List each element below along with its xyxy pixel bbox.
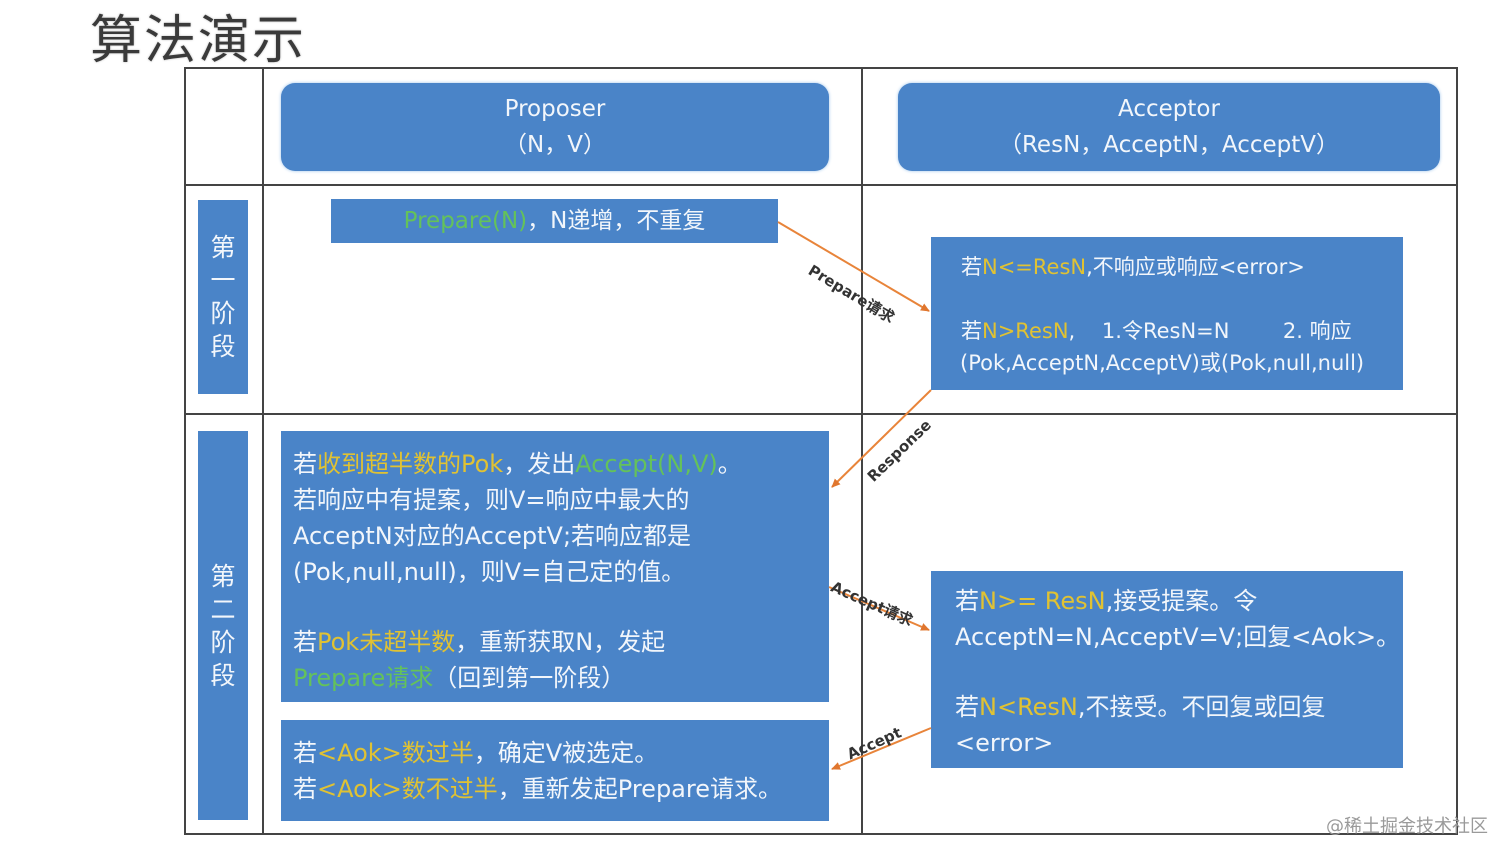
proposer-rule-accept: 若收到超半数的Pok，发出Accept(N,V)。: [293, 446, 829, 482]
text: 若: [961, 255, 982, 279]
accept-request-arrow: [828, 586, 930, 631]
condition-highlight: <Aok>数过半: [317, 739, 474, 767]
text: ，重新获取N，发起: [455, 628, 666, 656]
text: 若: [961, 319, 982, 343]
phase-2-char: 阶: [210, 627, 236, 657]
result-retry: 若<Aok>数不过半，重新发起Prepare请求。: [293, 771, 829, 807]
prepare-call: Prepare(N): [403, 208, 528, 234]
page-title: 算法演示: [90, 11, 307, 71]
proposer-rule-line: AcceptN对应的AcceptV;若响应都是: [293, 522, 692, 550]
text: ，发出: [503, 450, 576, 478]
acceptor-title: Acceptor: [1118, 96, 1220, 122]
result-chosen: 若<Aok>数过半，确定V被选定。: [293, 735, 829, 771]
acceptor-rule-response: (Pok,AcceptN,AcceptV)或(Pok,null,null): [960, 351, 1365, 375]
acceptor-prepare-box: 若N<=ResN,不响应或响应<error> 若N>ResN, 1.令ResN=…: [931, 237, 1403, 390]
phase-1-char: 一: [210, 266, 236, 295]
text: （回到第一阶段）: [433, 664, 626, 692]
phase-2-char: 二: [210, 594, 236, 624]
text: 若: [955, 693, 979, 721]
table-border-bottom: [184, 833, 1458, 835]
table-col-divider-2: [861, 67, 863, 835]
condition-highlight: N<=ResN: [982, 255, 1087, 279]
proposer-rule-retry: 若Pok未超半数，重新获取N，发起: [293, 624, 829, 660]
phase-1-label: 第 一 阶 段: [198, 200, 248, 394]
phase-2-char: 第: [210, 561, 236, 591]
acceptor-rule-line: <error>: [955, 729, 1054, 757]
prepare-desc: ，N递增，不重复: [527, 208, 706, 234]
proposer-header: Proposer （N，V）: [281, 83, 829, 171]
condition-highlight: N>ResN: [982, 319, 1069, 343]
proposer-params: （N，V）: [504, 132, 606, 158]
phase-1-char: 阶: [210, 299, 236, 328]
proposer-rule-line: (Pok,null,null)，则V=自己定的值。: [293, 558, 686, 586]
table-border-left: [184, 67, 186, 835]
acceptor-rule-promise: 若N>ResN, 1.令ResN=N 2. 响应: [961, 315, 1403, 347]
text: ,接受提案。令: [1105, 587, 1258, 615]
table-row-divider-1: [184, 184, 1458, 186]
condition-highlight: N>= ResN: [979, 587, 1106, 615]
text: 若: [955, 587, 979, 615]
proposer-rule-retry-2: Prepare请求（回到第一阶段）: [293, 660, 829, 696]
condition-highlight: <Aok>数不过半: [317, 775, 498, 803]
action-highlight: Prepare请求: [293, 664, 434, 692]
proposer-accept-box: 若收到超半数的Pok，发出Accept(N,V)。 若响应中有提案，则V=响应中…: [281, 431, 829, 702]
text: 若: [293, 450, 317, 478]
phase-1-char: 段: [210, 332, 236, 361]
response-arrow: [831, 389, 932, 488]
table-col-divider-1: [262, 67, 264, 835]
prepare-request-arrow: [777, 221, 930, 312]
text: ,不接受。不回复或回复: [1077, 693, 1326, 721]
acceptor-rule-accept: 若N>= ResN,接受提案。令: [955, 583, 1403, 619]
text: ，重新发起Prepare请求。: [497, 775, 782, 803]
text: 若: [293, 739, 317, 767]
text: 若: [293, 775, 317, 803]
acceptor-rule-reject: 若N<=ResN,不响应或响应<error>: [961, 251, 1403, 283]
condition-highlight: 收到超半数的Pok: [317, 450, 504, 478]
text: ，确定V被选定。: [473, 739, 659, 767]
table-row-divider-2: [184, 413, 1458, 415]
text: , 1.令ResN=N 2. 响应: [1068, 319, 1352, 343]
watermark: @稀土掘金技术社区: [1326, 816, 1488, 837]
accept-arrow: [831, 727, 932, 770]
prepare-box: Prepare(N)，N递增，不重复: [331, 199, 778, 243]
acceptor-accept-box: 若N>= ResN,接受提案。令 AcceptN=N,AcceptV=V;回复<…: [931, 571, 1403, 768]
proposer-rule-line: 若响应中有提案，则V=响应中最大的: [293, 486, 690, 514]
action-highlight: Accept(N,V): [575, 450, 718, 478]
phase-1-char: 第: [210, 233, 236, 262]
condition-highlight: Pok未超半数: [317, 628, 456, 656]
acceptor-header: Acceptor （ResN，AcceptN，AcceptV）: [898, 83, 1440, 171]
acceptor-rule-line: AcceptN=N,AcceptV=V;回复<Aok>。: [955, 623, 1401, 651]
acceptor-params: （ResN，AcceptN，AcceptV）: [998, 132, 1339, 158]
text: 若: [293, 628, 317, 656]
phase-2-label: 第 二 阶 段: [198, 431, 248, 820]
text: 。: [717, 450, 742, 478]
condition-highlight: N<ResN: [979, 693, 1078, 721]
proposer-title: Proposer: [504, 96, 606, 122]
text: ,不响应或响应<error>: [1086, 255, 1305, 279]
table-border-right: [1456, 67, 1458, 835]
acceptor-rule-reject: 若N<ResN,不接受。不回复或回复: [955, 689, 1403, 725]
table-border-top: [184, 67, 1458, 69]
phase-2-char: 段: [210, 660, 236, 690]
proposer-result-box: 若<Aok>数过半，确定V被选定。 若<Aok>数不过半，重新发起Prepare…: [281, 720, 829, 821]
